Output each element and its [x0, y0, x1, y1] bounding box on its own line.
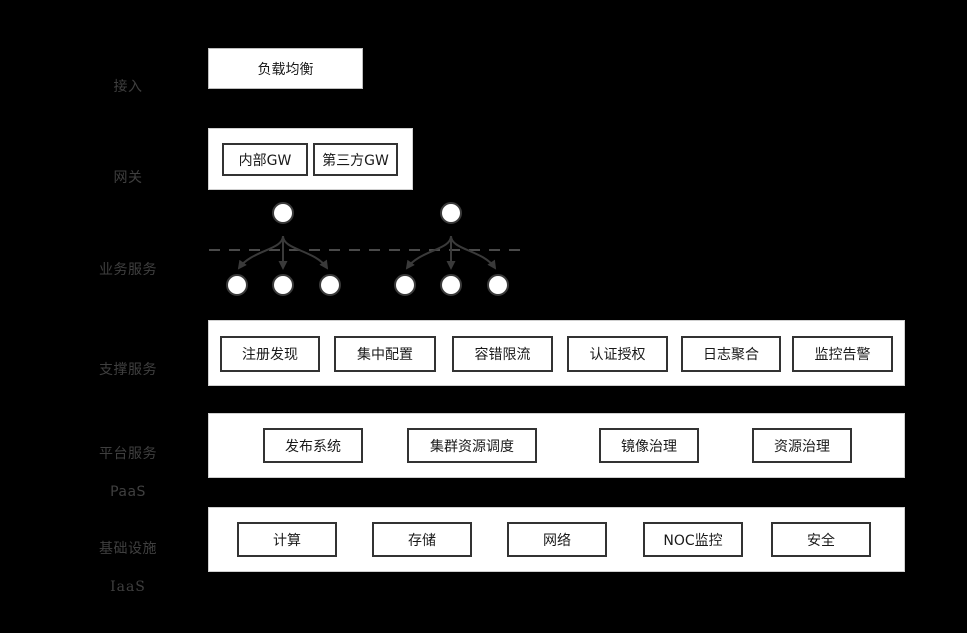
box-cluster-resource-scheduling[interactable]: 集群资源调度: [407, 428, 537, 463]
mesh-node-child-1-1[interactable]: [226, 274, 248, 296]
box-monitoring-alerting[interactable]: 监控告警: [792, 336, 893, 372]
tier-label-support-service: 支撑服务: [58, 342, 198, 399]
tier-label-infrastructure-line1: 基础设施: [99, 541, 157, 557]
box-log-aggregation[interactable]: 日志聚合: [681, 336, 781, 372]
mesh-node-child-2-3[interactable]: [487, 274, 509, 296]
box-service-registry[interactable]: 注册发现: [220, 336, 320, 372]
box-fault-tolerance[interactable]: 容错限流: [452, 336, 553, 372]
tier-label-support-service-line1: 支撑服务: [99, 362, 157, 378]
tier-label-platform-service-line1: 平台服务: [99, 446, 157, 462]
box-thirdparty-gateway[interactable]: 第三方GW: [313, 143, 398, 176]
box-internal-gateway[interactable]: 内部GW: [222, 143, 308, 176]
mesh-node-child-1-3[interactable]: [319, 274, 341, 296]
tier-label-infrastructure-line2: IaaS: [110, 579, 146, 595]
tier-label-business-service-line1: 业务服务: [99, 262, 157, 278]
box-image-governance[interactable]: 镜像治理: [599, 428, 699, 463]
tier-label-access-line1: 接入: [113, 79, 143, 95]
mesh-node-child-1-2[interactable]: [272, 274, 294, 296]
tier-label-gateway: 网关: [58, 150, 198, 207]
box-network[interactable]: 网络: [507, 522, 607, 557]
box-resource-governance[interactable]: 资源治理: [752, 428, 852, 463]
mesh-node-parent-1[interactable]: [272, 202, 294, 224]
tier-label-platform-service: 平台服务 PaaS: [58, 426, 198, 521]
box-load-balancer[interactable]: 负载均衡: [208, 48, 363, 89]
tier-label-access: 接入: [58, 59, 198, 116]
tier-label-platform-service-line2: PaaS: [110, 484, 146, 500]
box-noc-monitoring[interactable]: NOC监控: [643, 522, 743, 557]
support-service-container: [208, 320, 905, 386]
box-central-config[interactable]: 集中配置: [334, 336, 436, 372]
mesh-node-child-2-2[interactable]: [440, 274, 462, 296]
box-release-system[interactable]: 发布系统: [263, 428, 363, 463]
box-auth-authorization[interactable]: 认证授权: [567, 336, 668, 372]
mesh-node-parent-2[interactable]: [440, 202, 462, 224]
tier-label-gateway-line1: 网关: [113, 170, 143, 186]
box-storage[interactable]: 存储: [372, 522, 472, 557]
tier-label-infrastructure: 基础设施 IaaS: [58, 521, 198, 616]
box-compute[interactable]: 计算: [237, 522, 337, 557]
mesh-node-child-2-1[interactable]: [394, 274, 416, 296]
box-security[interactable]: 安全: [771, 522, 871, 557]
tier-label-business-service: 业务服务: [58, 242, 198, 299]
